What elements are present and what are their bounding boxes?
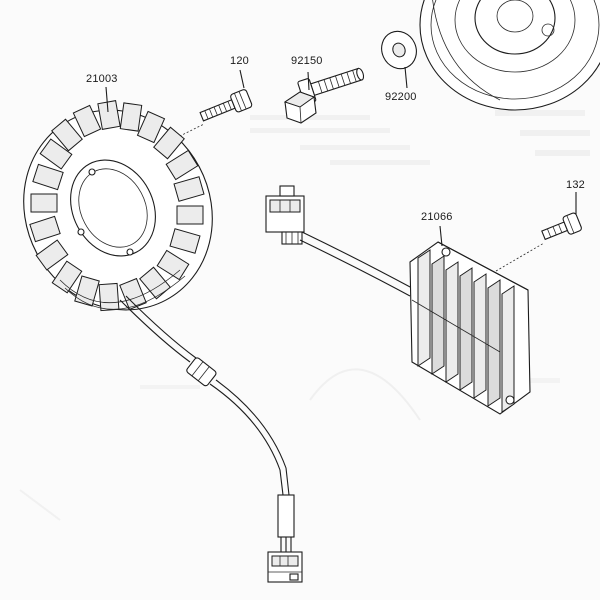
label-120: 120 (230, 55, 249, 67)
leader-92200 (404, 66, 408, 89)
label-132: 132 (566, 179, 585, 191)
harness-clamp (186, 357, 217, 387)
leader-120 (239, 69, 245, 89)
regulator-21066 (409, 225, 545, 415)
label-92150: 92150 (291, 55, 323, 67)
leader-92150 (307, 71, 310, 91)
assembly-line-132 (495, 242, 545, 272)
part-number-labels: 21003 120 92150 92200 21066 132 (86, 55, 585, 223)
harness-sleeve (277, 494, 295, 538)
regulator-wire (299, 231, 413, 297)
screw-132 (541, 192, 582, 241)
label-21066: 21066 (421, 211, 453, 223)
leader-21066 (439, 225, 443, 247)
label-21003: 21003 (86, 73, 118, 85)
stator-harness (119, 295, 303, 583)
screw-120 (175, 69, 253, 139)
label-92200: 92200 (385, 91, 417, 103)
leader-21003 (105, 86, 109, 113)
flange-bolt-92150 (283, 67, 365, 124)
regulator-connector (265, 185, 305, 245)
stator-windings (29, 100, 205, 312)
stator-21003 (23, 86, 213, 312)
washer-92200 (381, 30, 417, 89)
rotor-flywheel (419, 0, 600, 111)
stator-connector (267, 551, 303, 583)
